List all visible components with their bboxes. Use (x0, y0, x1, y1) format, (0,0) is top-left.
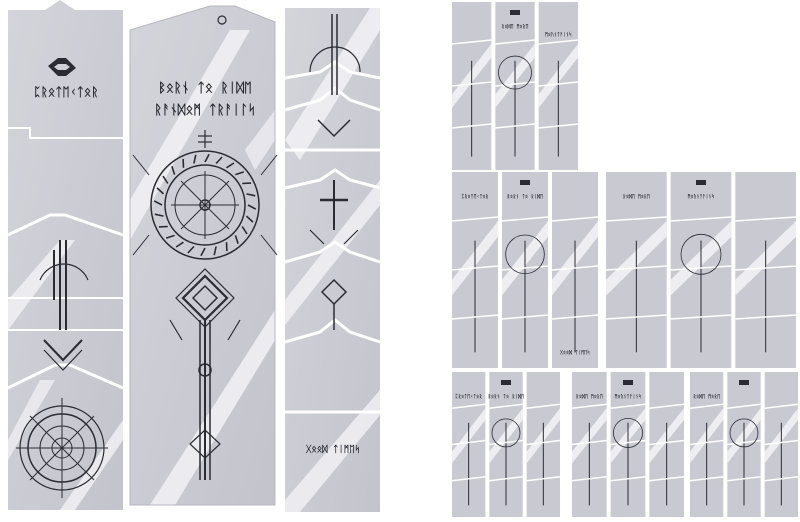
rune-ring-icon (132, 150, 278, 260)
center-top-mark (217, 15, 227, 25)
center-title-line-2: ᚱᚨᚾᛞᛟᛗ ᛏᚱᚨᛁᛚᛋ (154, 102, 255, 118)
thumbnail-variant-5: ᚱᛟᛞᛖ ᛗᛟᚱᛖ ᛗᛟᚢᚾᛏᚨᛁᚾᛋ (571, 372, 685, 517)
brand-logo-icon (48, 58, 76, 76)
thumbnail-rune-ring-icon (491, 418, 521, 448)
right-protector-strip: ᚷᛟᛟᛞ ᛏᛁᛗᛖᛋ (284, 8, 381, 512)
thumbnail-label-b: ᛒᛟᚱᚾ ᛏᛟ ᚱᛁᛞᛖ (488, 393, 524, 400)
thumbnail-variant-3: ᚱᛟᛞᛖ ᛗᛟᚱᛖ ᛗᛟᚢᚾᛏᚨᛁᚾᛋ (605, 172, 797, 368)
thumbnail-label-c: ᚷᛟᛟᛞ ᛏᛁᛗᛖᛋ (559, 349, 590, 356)
thumbnail-rune-ring-icon (505, 234, 545, 275)
thumbnail-rune-ring-icon (498, 55, 532, 90)
thumbnail-label-c: ᛗᛟᚢᚾᛏᚨᛁᚾᛋ (545, 31, 572, 38)
variant-thumbnails: ᚱᛟᛞᛖ ᛗᛟᚱᛖ ᛗᛟᚢᚾᛏᚨᛁᚾᛋ ᛈᚱᛟᛏᛖᚲᛏᛟᚱ ᛒᛟᚱᚾ ᛏᛟ ᚱᛁᛞᛖ ᚷ… (451, 2, 799, 517)
thumbnail-label-a: ᛈᚱᛟᛏᛖᚲᛏᛟᚱ (455, 393, 482, 400)
thumbnail-brand-logo-icon (696, 180, 706, 185)
center-stave-rune (169, 268, 241, 480)
thumbnail-label-b: ᛒᛟᚱᚾ ᛏᛟ ᚱᛁᛞᛖ (507, 193, 543, 200)
left-brand-word: ᛈᚱᛟᛏᛖᚲᛏᛟᚱ (34, 85, 99, 99)
thumbnail-rune-ring-icon (680, 233, 722, 275)
thumbnail-variant-1: ᚱᛟᛞᛖ ᛗᛟᚱᛖ ᛗᛟᚢᚾᛏᚨᛁᚾᛋ (451, 2, 579, 170)
thumbnail-variant-4: ᛈᚱᛟᛏᛖᚲᛏᛟᚱ ᛒᛟᚱᚾ ᛏᛟ ᚱᛁᛞᛖ (451, 372, 561, 517)
vegvisir-compass-icon (16, 398, 108, 498)
right-bottom-label: ᚷᛟᛟᛞ ᛏᛁᛗᛖᛋ (305, 444, 360, 455)
thumbnail-variant-2: ᛈᚱᛟᛏᛖᚲᛏᛟᚱ ᛒᛟᚱᚾ ᛏᛟ ᚱᛁᛞᛖ ᚷᛟᛟᛞ ᛏᛁᛗᛖᛋ (451, 172, 599, 368)
left-protector-strip: ᛈᚱᛟᛏᛖᚲᛏᛟᚱ (7, 0, 124, 510)
thumbnail-label-b: ᛗᛟᚢᚾᛏᚨᛁᚾᛋ (687, 193, 714, 200)
thumbnail-rune-ring-icon (613, 417, 643, 448)
thumbnail-label-a: ᚱᛟᛞᛖ ᛗᛟᚱᛖ (693, 393, 720, 400)
thumbnail-label-a: ᛈᚱᛟᛏᛖᚲᛏᛟᚱ (461, 193, 488, 200)
thumbnail-brand-logo-icon (520, 180, 530, 185)
thumbnail-brand-logo-icon (623, 380, 633, 385)
thumbnail-label-b: ᛗᛟᚢᚾᛏᚨᛁᚾᛋ (614, 393, 641, 400)
left-arrow-rune (39, 240, 89, 371)
center-protector-panel: ᛒᛟᚱᚾ ᛏᛟ ᚱᛁᛞᛖ ᚱᚨᚾᛞᛟᛗ ᛏᚱᚨᛁᛚᛋ (129, 5, 278, 506)
thumbnail-label-b: ᚱᛟᛞᛖ ᛗᛟᚱᛖ (501, 23, 528, 30)
thumbnail-rune-ring-icon (729, 418, 759, 448)
thumbnail-label-a: ᚱᛟᛞᛖ ᛗᛟᚱᛖ (576, 393, 603, 400)
thumbnail-brand-logo-icon (510, 10, 520, 15)
center-small-rune (198, 130, 212, 148)
thumbnail-brand-logo-icon (501, 380, 511, 385)
center-title-line-1: ᛒᛟᚱᚾ ᛏᛟ ᚱᛁᛞᛖ (158, 81, 252, 96)
thumbnail-variant-6: ᚱᛟᛞᛖ ᛗᛟᚱᛖ (689, 372, 799, 517)
thumbnail-label-a: ᚱᛟᛞᛖ ᛗᛟᚱᛖ (623, 193, 650, 200)
right-strip-runes (309, 14, 361, 330)
thumbnail-brand-logo-icon (739, 380, 749, 385)
